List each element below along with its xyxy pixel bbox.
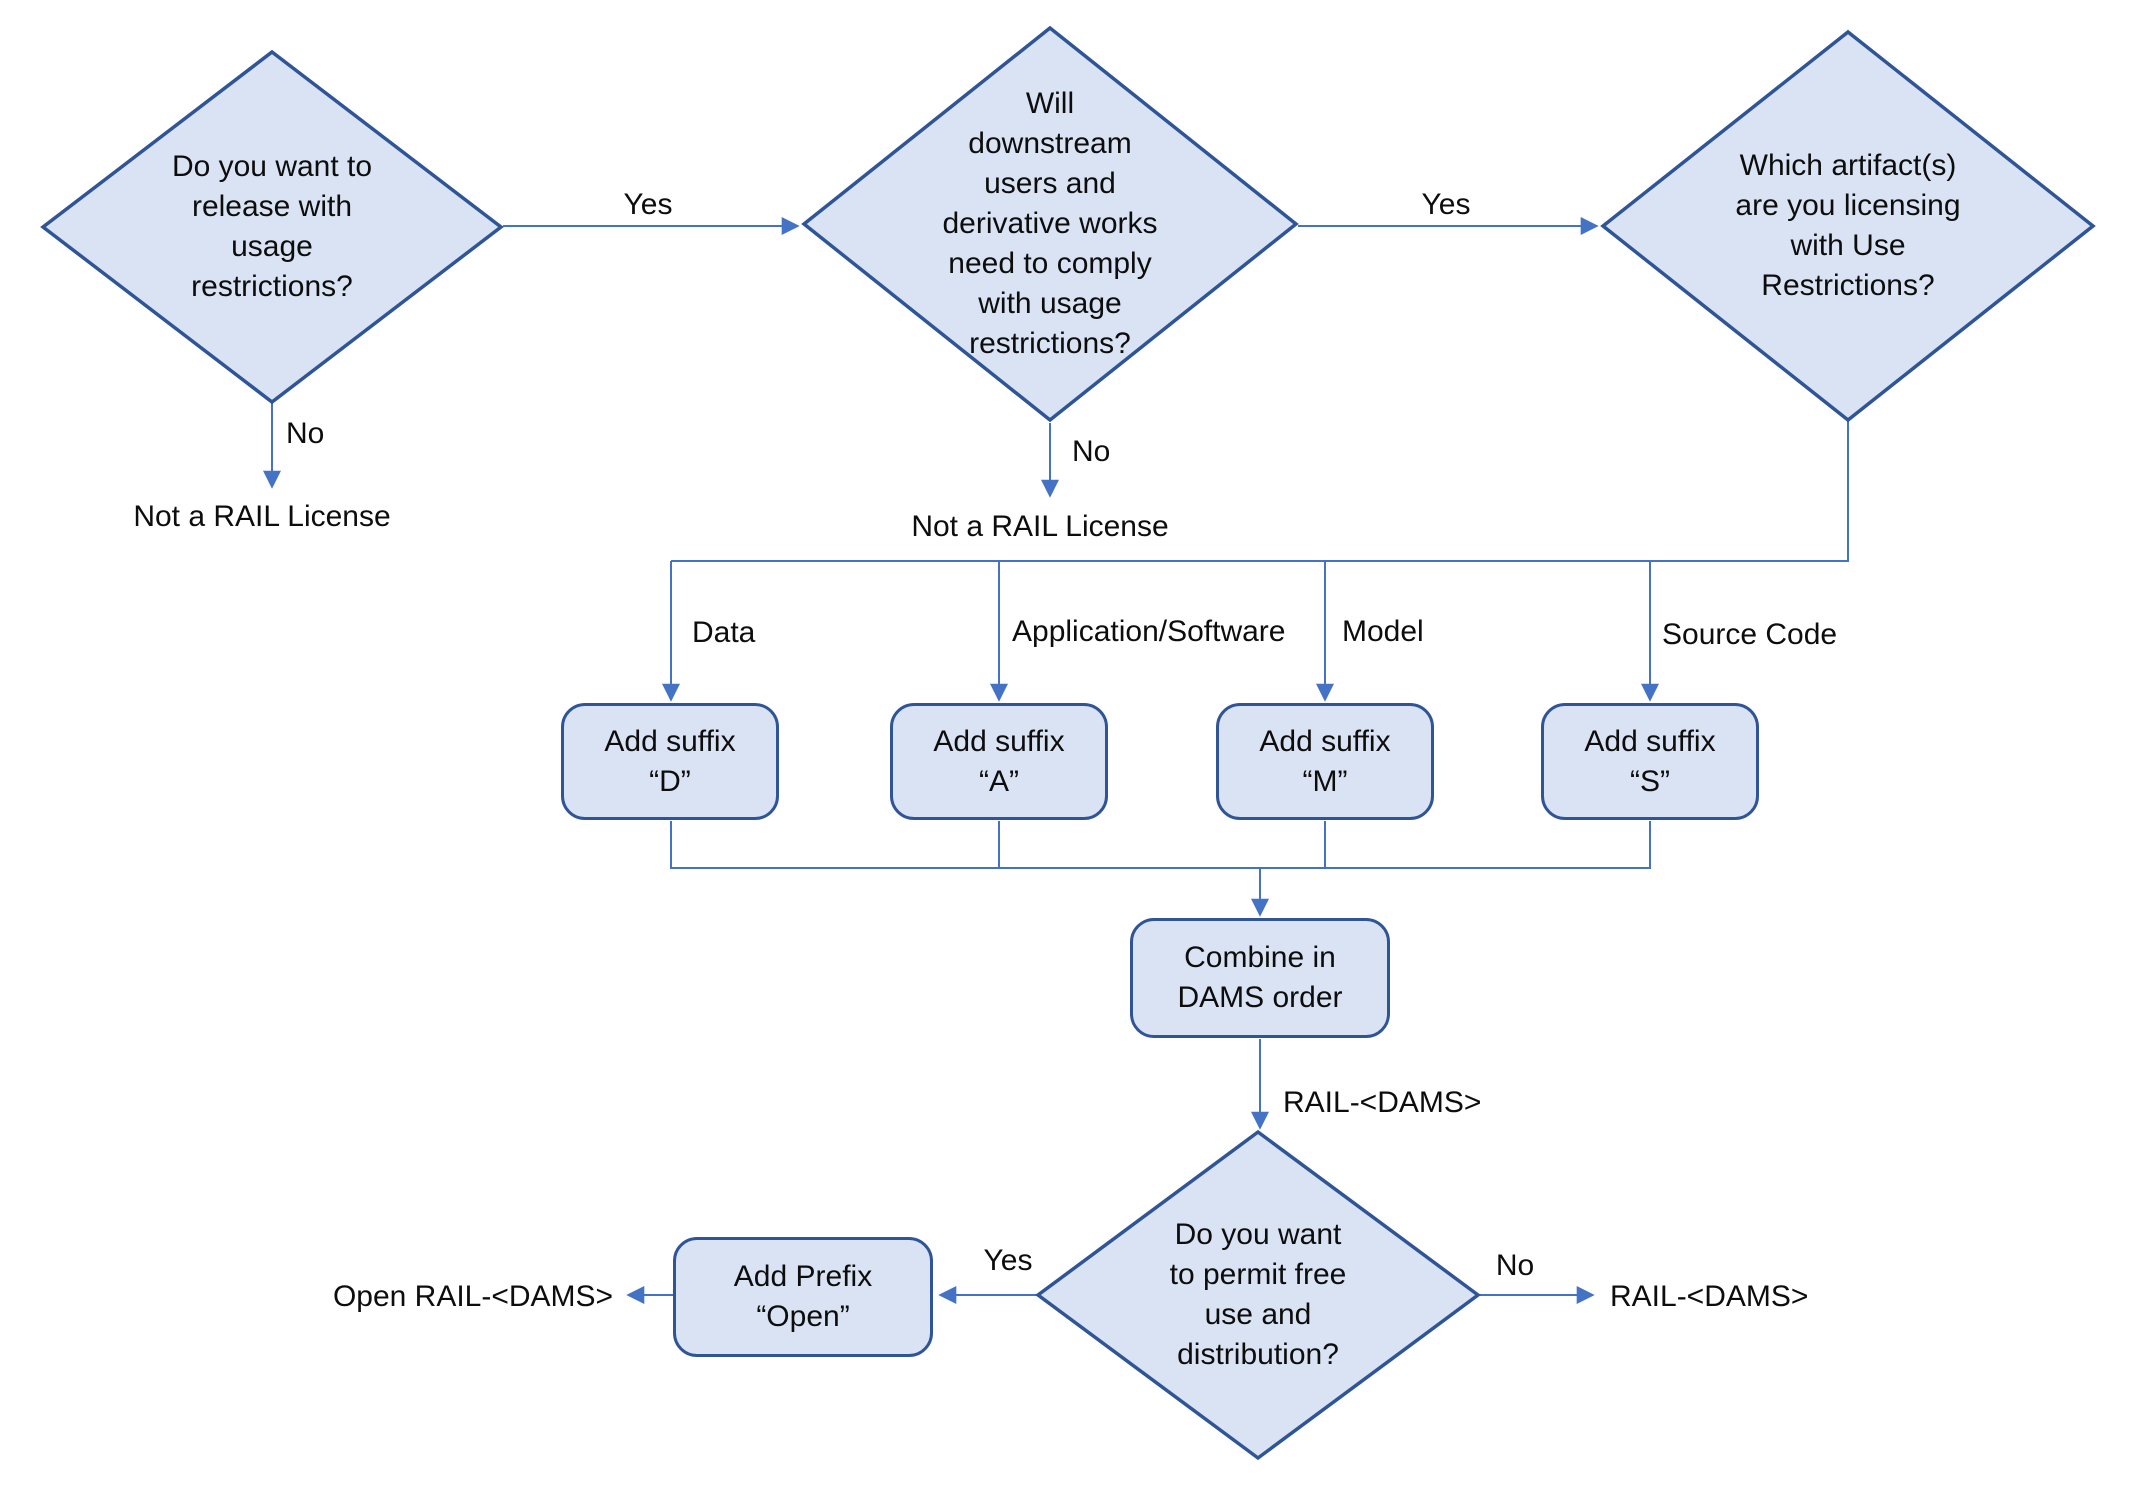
terminal-rail-dams: RAIL-<DAMS> — [1610, 1280, 1809, 1313]
edge-label-yes-2: Yes — [1421, 188, 1471, 221]
decision-downstream-comply: Will downstream users and derivative wor… — [804, 28, 1296, 420]
label-line: restrictions? — [191, 270, 353, 303]
edge-label-no-3: No — [1495, 1249, 1535, 1282]
process-label: Add Prefix “Open” — [734, 1257, 872, 1337]
decision-usage-restrictions: Do you want to release with usage restri… — [43, 52, 501, 402]
process-label: Combine in DAMS order — [1177, 938, 1342, 1018]
label-line: usage — [231, 230, 313, 263]
label-line: DAMS order — [1177, 981, 1343, 1014]
process-label: Add suffix “D” — [604, 722, 735, 802]
label-line: with Use — [1790, 229, 1906, 262]
label-line: “Open” — [756, 1300, 850, 1333]
label-line: “S” — [1629, 764, 1670, 798]
label-line: restrictions? — [969, 327, 1131, 360]
process-add-suffix-d: Add suffix “D” — [561, 703, 779, 820]
label-line: “A” — [978, 764, 1019, 798]
decision-label: Will downstream users and derivative wor… — [942, 84, 1157, 364]
diamond-shape — [1038, 1132, 1478, 1458]
diamond-shape — [1603, 32, 2093, 420]
process-add-prefix-open: Add Prefix “Open” — [673, 1237, 933, 1357]
label-line: Do you want to — [171, 150, 373, 183]
label-line: need to comply — [948, 247, 1152, 280]
edge-label-application-software: Application/Software — [1012, 615, 1286, 648]
edge-collector — [670, 821, 1651, 869]
label-line: to permit free — [1169, 1258, 1347, 1291]
diamond-shape — [804, 28, 1296, 420]
label-line: release with — [191, 190, 353, 223]
label-line: Add Prefix — [733, 1260, 873, 1293]
diamond-shape — [43, 52, 501, 402]
process-add-suffix-s: Add suffix “S” — [1541, 703, 1759, 820]
edge-label-model: Model — [1342, 615, 1424, 648]
label-line: derivative works — [942, 207, 1158, 240]
decision-label: Do you want to permit free use and distr… — [1170, 1215, 1347, 1375]
decision-which-artifacts: Which artifact(s) are you licensing with… — [1603, 32, 2093, 420]
label-line: are you licensing — [1735, 189, 1961, 222]
process-add-suffix-a: Add suffix “A” — [890, 703, 1108, 820]
label-line: Do you want — [1174, 1218, 1342, 1251]
process-label: Add suffix “S” — [1584, 722, 1715, 802]
decision-label: Which artifact(s) are you licensing with… — [1735, 146, 1960, 306]
process-combine-dams: Combine in DAMS order — [1130, 918, 1390, 1038]
label-line: users and — [984, 167, 1116, 200]
label-line: with usage — [978, 287, 1122, 320]
label-line: Add suffix — [1259, 724, 1391, 758]
edge-label-no-2: No — [1072, 435, 1111, 468]
edge-label-data: Data — [692, 616, 756, 649]
edge-label-source-code: Source Code — [1662, 618, 1838, 651]
edge-label-rail-dams: RAIL-<DAMS> — [1283, 1086, 1482, 1119]
edge-label-yes-3: Yes — [983, 1244, 1033, 1277]
label-line: Add suffix — [604, 724, 736, 758]
label-line: Will — [1025, 87, 1075, 120]
label-line: downstream — [968, 127, 1132, 160]
label-line: use and — [1204, 1298, 1312, 1331]
edge-label-no-1: No — [286, 417, 325, 450]
label-line: Add suffix — [933, 724, 1065, 758]
process-add-suffix-m: Add suffix “M” — [1216, 703, 1434, 820]
label-line: “M” — [1302, 764, 1348, 798]
label-line: “D” — [649, 764, 691, 798]
label-line: distribution? — [1177, 1338, 1339, 1371]
label-line: Which artifact(s) — [1739, 149, 1957, 182]
terminal-not-a-rail-license-left: Not a RAIL License — [133, 500, 391, 533]
process-label: Add suffix “M” — [1259, 722, 1390, 802]
label-line: Add suffix — [1584, 724, 1716, 758]
terminal-open-rail-dams: Open RAIL-<DAMS> — [332, 1280, 614, 1313]
terminal-not-a-rail-license-mid: Not a RAIL License — [911, 510, 1169, 543]
edge-label-yes-1: Yes — [623, 188, 673, 221]
decision-permit-free-use: Do you want to permit free use and distr… — [1038, 1132, 1478, 1458]
label-line: Combine in — [1184, 941, 1336, 974]
decision-label: Do you want to release with usage restri… — [172, 147, 372, 307]
label-line: Restrictions? — [1761, 269, 1935, 302]
edge-artifacts-trunk — [671, 421, 1849, 562]
process-label: Add suffix “A” — [933, 722, 1064, 802]
